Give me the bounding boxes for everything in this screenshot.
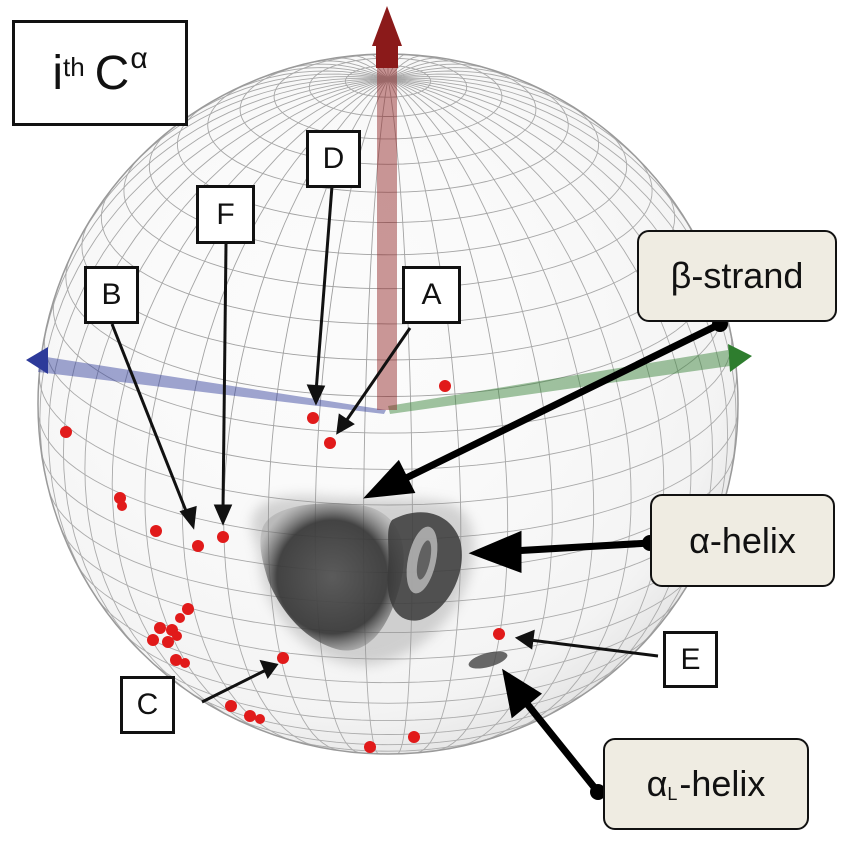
arrow-alphaL-tail	[590, 784, 606, 800]
y-axis-arrowhead	[728, 344, 752, 372]
y-axis	[388, 350, 730, 414]
data-point	[172, 631, 182, 641]
alphaL-prefix: α	[646, 763, 668, 804]
axes	[26, 6, 752, 414]
data-point	[180, 658, 190, 668]
data-point	[277, 652, 289, 664]
arrow-alphaL	[520, 696, 602, 796]
z-axis-arrowhead	[372, 6, 402, 46]
arrow-alphaL-head	[502, 668, 543, 719]
title-sup: th	[62, 51, 85, 82]
arrow-d-head	[306, 384, 326, 406]
data-point	[154, 622, 166, 634]
arrow-b	[110, 323, 190, 517]
label-e: E	[663, 631, 718, 688]
arrow-e	[529, 638, 659, 658]
label-beta-strand: β-strand	[637, 230, 837, 322]
arrow-c-head	[259, 659, 279, 680]
arrow-alpha	[508, 539, 654, 555]
data-point	[324, 437, 336, 449]
data-point	[439, 380, 451, 392]
arrow-beta-head	[363, 459, 416, 499]
data-point	[255, 714, 265, 724]
data-point	[307, 412, 319, 424]
label-f: F	[196, 185, 255, 244]
data-point	[182, 603, 194, 615]
x-axis-arrowhead	[26, 347, 48, 374]
label-c: C	[120, 676, 175, 734]
data-point	[364, 741, 376, 753]
arrow-alpha-head	[468, 530, 522, 574]
data-point	[170, 654, 182, 666]
data-point	[217, 531, 229, 543]
data-point	[175, 613, 185, 623]
data-point	[162, 636, 174, 648]
z-axis	[377, 46, 397, 410]
data-point	[408, 731, 420, 743]
alpha-center	[416, 540, 432, 580]
annotation-arrows	[110, 185, 659, 704]
data-point	[117, 501, 127, 511]
label-b: B	[84, 266, 139, 324]
data-point	[114, 492, 126, 504]
title-i: i	[52, 46, 63, 100]
alphaL-suffix: -helix	[679, 763, 766, 804]
arrow-c	[201, 668, 267, 704]
beta-region	[260, 503, 404, 651]
arrow-d	[314, 185, 334, 393]
title-atom: C	[94, 46, 130, 100]
arrow-e-head	[514, 629, 535, 650]
data-point	[150, 525, 162, 537]
alphaL-subscript: L	[667, 783, 678, 804]
data-point	[147, 634, 159, 646]
data-point	[225, 700, 237, 712]
label-a: A	[402, 266, 461, 324]
data-point	[60, 426, 72, 438]
alphaL-region	[468, 651, 508, 669]
arrow-f-head	[213, 504, 233, 526]
data-point	[244, 710, 256, 722]
arrow-a-head	[336, 413, 355, 435]
label-alpha-helix: α-helix	[650, 494, 835, 587]
data-point	[192, 540, 204, 552]
arrow-b-head	[179, 505, 197, 530]
arrow-f	[221, 243, 228, 511]
x-axis	[38, 356, 386, 414]
arrow-a	[342, 327, 412, 425]
data-points	[60, 380, 505, 753]
z-axis-cap	[376, 46, 398, 68]
label-d: D	[306, 130, 361, 188]
density-map	[251, 495, 508, 669]
title-atom-sup: α	[130, 42, 148, 75]
arrow-beta	[394, 320, 724, 486]
data-point	[493, 628, 505, 640]
